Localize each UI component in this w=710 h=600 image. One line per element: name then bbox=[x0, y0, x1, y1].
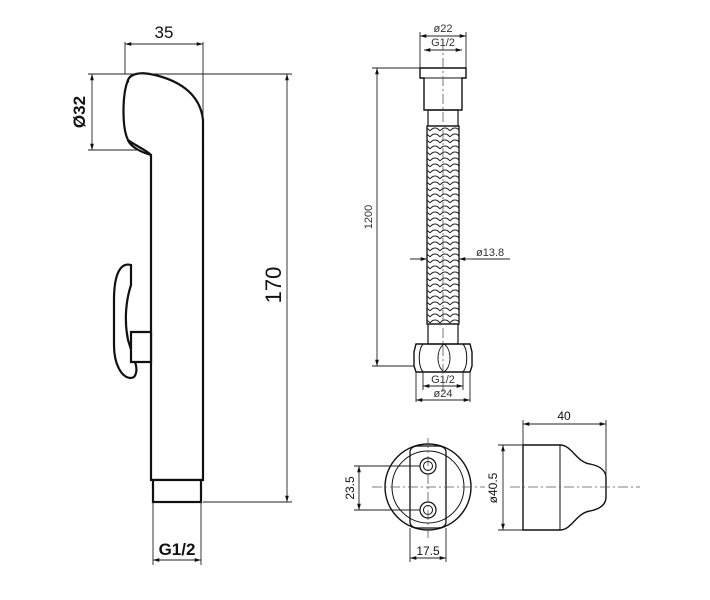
holder-front-view: 23.5 17.5 bbox=[343, 438, 485, 562]
holder-side-view: 40 ø40.5 bbox=[486, 409, 640, 531]
holder-side-body bbox=[522, 444, 607, 531]
dim-head-diameter-label: Ø32 bbox=[70, 96, 89, 128]
sprayer-body bbox=[126, 72, 205, 482]
holder-mount-plate bbox=[409, 445, 447, 529]
dim-depth-label: 40 bbox=[557, 409, 571, 423]
dim-height-label: 170 bbox=[261, 267, 286, 304]
hose-view: ø22 G1/2 1200 ø13.8 G1/2 ø24 bbox=[363, 23, 510, 402]
dim-hose-diameter-label: ø13.8 bbox=[476, 247, 504, 259]
dim-bottom-diameter-label: ø24 bbox=[434, 388, 453, 400]
dim-top-thread-label: G1/2 bbox=[431, 37, 455, 49]
dim-width-label: 35 bbox=[155, 23, 174, 42]
dim-thread-label: G1/2 bbox=[159, 540, 196, 559]
trigger-pivot bbox=[129, 330, 153, 364]
dim-length-label: 1200 bbox=[363, 205, 375, 229]
sprayer-head-face bbox=[122, 79, 152, 156]
sprayer-thread-fitting bbox=[151, 478, 203, 504]
dim-bottom-width-label: 17.5 bbox=[416, 544, 440, 558]
dim-hole-spacing-label: 23.5 bbox=[343, 476, 357, 500]
dim-top-diameter-label: ø22 bbox=[434, 23, 453, 35]
sprayer-view: 35 Ø32 170 G1/2 bbox=[70, 23, 292, 565]
dim-bottom-thread-label: G1/2 bbox=[431, 374, 455, 386]
dim-holder-diameter-label: ø40.5 bbox=[486, 472, 500, 503]
